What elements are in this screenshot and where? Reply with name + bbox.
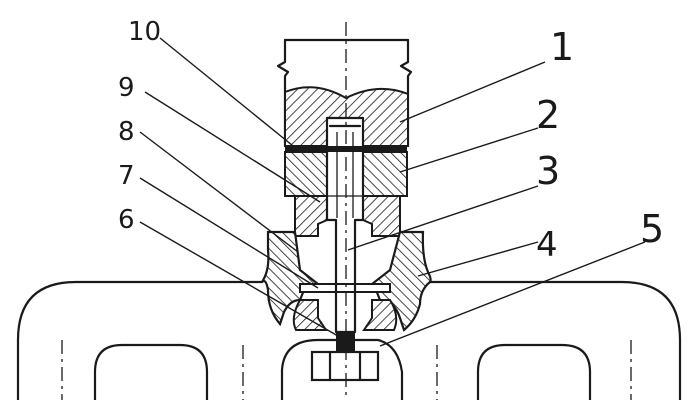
- callout-6: 6: [118, 205, 135, 235]
- ring-part-7: [299, 283, 391, 293]
- cone-part-6: [292, 299, 328, 331]
- callout-2: 2: [536, 93, 560, 137]
- leader-9: [144, 91, 321, 203]
- column-part-1: [276, 38, 413, 148]
- leader-4: [417, 241, 539, 277]
- callout-8: 8: [118, 117, 135, 147]
- callout-3: 3: [536, 149, 560, 193]
- callout-9: 9: [118, 73, 135, 103]
- leader-8: [139, 131, 299, 253]
- cone-part-5: [362, 299, 398, 331]
- flange-part-4: [261, 230, 432, 332]
- leader-10: [159, 37, 299, 151]
- callout-1: 1: [550, 25, 574, 69]
- callout-7: 7: [118, 161, 135, 191]
- leader-6: [139, 221, 339, 337]
- leader-1: [399, 61, 546, 123]
- leader-7: [139, 177, 319, 289]
- nut-bottom: [310, 332, 380, 382]
- callout-5: 5: [640, 207, 664, 251]
- left-opening: [93, 343, 209, 400]
- leader-3: [347, 185, 539, 251]
- leader-5: [379, 241, 646, 347]
- callout-labels: 1 2 3 4 5 6 7 8 9 10: [118, 17, 664, 265]
- block-part-9: [294, 195, 401, 237]
- leader-2: [399, 127, 539, 173]
- callout-4: 4: [536, 225, 558, 265]
- callout-10: 10: [128, 17, 161, 47]
- leader-lines: [139, 37, 646, 347]
- right-opening: [476, 343, 592, 400]
